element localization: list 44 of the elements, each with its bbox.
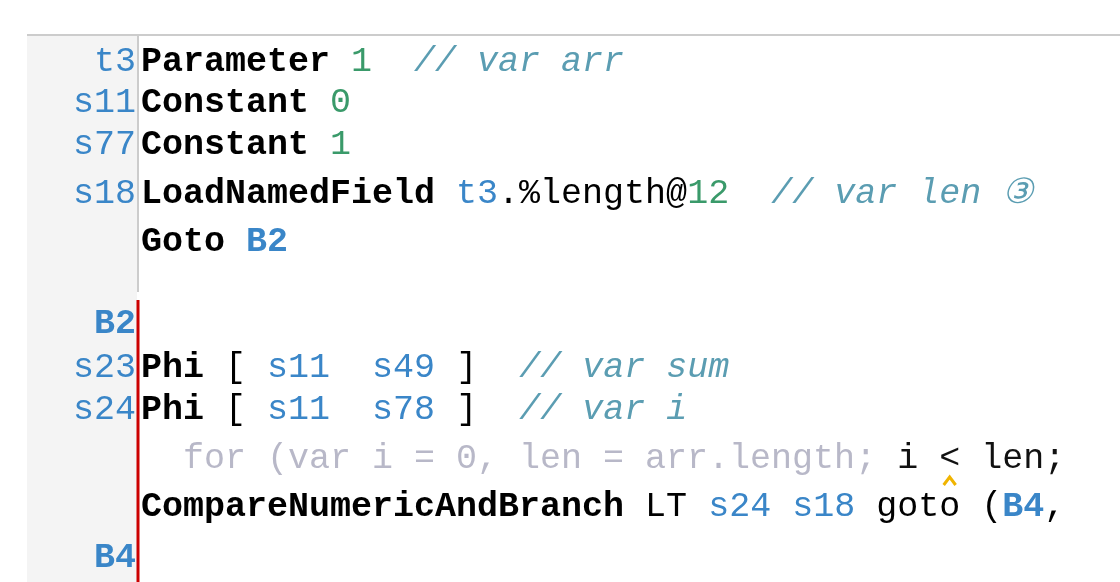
code-comment: // var sum [519, 348, 730, 388]
code-token: goto [876, 487, 961, 527]
register-label: s77 [73, 125, 136, 165]
code-token: .%length@ [498, 174, 688, 214]
number-literal: 0 [330, 83, 352, 123]
code-comment: // var i [519, 390, 688, 430]
code-token: ] [456, 348, 478, 388]
register-label: s23 [73, 348, 136, 388]
block-label: B4 [94, 538, 136, 578]
instruction-name: CompareNumericAndBranch [141, 487, 625, 527]
register-label: s18 [73, 174, 136, 214]
number-literal: 12 [687, 174, 730, 214]
code-comment: // var len ③ [771, 174, 1034, 214]
instruction-name: Goto [141, 222, 225, 262]
code-token: [ [225, 390, 247, 430]
register-reference: s78 [372, 390, 436, 430]
code-token: ( [981, 487, 1003, 527]
code-token: LT [645, 487, 688, 527]
instruction-name: Constant [141, 125, 310, 165]
code-token: , [1044, 487, 1066, 527]
register-reference: s11 [267, 348, 331, 388]
instruction-name: Parameter [141, 42, 331, 82]
block-reference: B2 [246, 222, 289, 262]
source-code: for (var i = 0, len = arr.length; [183, 439, 877, 479]
register-label: s11 [73, 83, 136, 123]
register-reference: t3 [456, 174, 499, 214]
register-label: t3 [94, 42, 136, 82]
instruction-name: Phi [141, 390, 204, 430]
number-literal: 1 [330, 125, 352, 165]
register-reference: s49 [372, 348, 436, 388]
block-label: B2 [94, 304, 136, 344]
number-literal: 1 [351, 42, 373, 82]
register-reference: s11 [267, 390, 331, 430]
instruction-name: Constant [141, 83, 310, 123]
register-label: s24 [73, 390, 136, 430]
source-code: i < len; [897, 439, 1066, 479]
code-comment: // var arr [414, 42, 625, 82]
register-reference: s18 [792, 487, 856, 527]
block-reference: B4 [1002, 487, 1045, 527]
instruction-name: LoadNamedField [141, 174, 436, 214]
instruction-name: Phi [141, 348, 204, 388]
code-token: [ [225, 348, 247, 388]
register-reference: s24 [708, 487, 772, 527]
code-token: ] [456, 390, 478, 430]
